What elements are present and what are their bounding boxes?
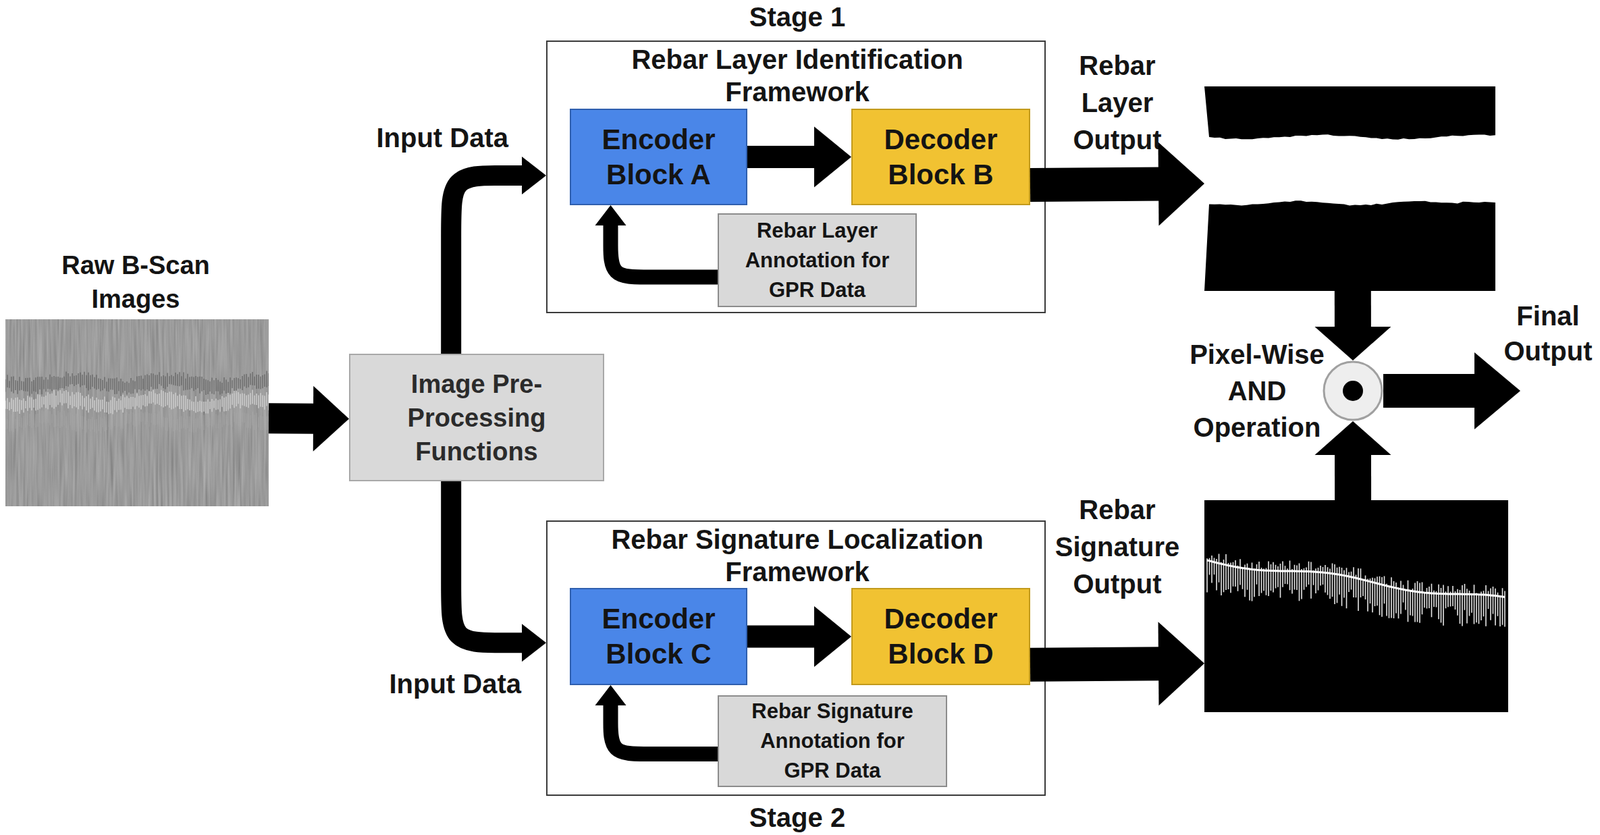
decoder-block: Decoder Block D — [851, 588, 1031, 686]
layer-mask-top — [1204, 86, 1496, 140]
operator-dot — [1342, 380, 1364, 402]
arrow-shaft — [268, 403, 317, 434]
arrow-shaft — [1334, 290, 1372, 331]
signature-spikes — [1207, 553, 1505, 627]
decoder-block: Decoder Block B — [851, 108, 1031, 206]
arrow-head — [1158, 141, 1205, 226]
block-label: Encoder Block A — [574, 122, 744, 193]
block-label: Decoder Block B — [856, 122, 1026, 193]
scan-base — [5, 319, 269, 507]
arrow-head — [1158, 621, 1205, 706]
arrow-head — [814, 126, 852, 188]
bscan-image: Raw B-Scan Images — [5, 319, 269, 507]
signature-edge — [1207, 560, 1505, 597]
layer-output-image: Rebar Layer Output — [1204, 86, 1496, 291]
block-label: Encoder Block C — [574, 601, 744, 672]
arrow-shaft — [1334, 451, 1372, 501]
operator-circle — [1323, 361, 1382, 420]
bscan-illustration — [5, 319, 269, 507]
flow-arrow — [594, 205, 718, 278]
arrow-shaft — [747, 625, 819, 649]
flow-arrow — [268, 386, 350, 452]
stage-heading: Stage 1 — [547, 0, 1048, 34]
arrow-shaft — [610, 703, 718, 755]
arrow-head — [1315, 421, 1392, 456]
final-output-label: Final Output — [1500, 298, 1596, 369]
stage-heading: Stage 2 — [547, 800, 1048, 835]
scan-band — [5, 371, 269, 397]
framework-title: Rebar Signature Localization Framework — [594, 523, 1000, 589]
operator-label: Pixel-Wise AND Operation — [1182, 336, 1332, 446]
and-illustration — [1322, 360, 1384, 422]
arrow-head — [313, 386, 350, 452]
arrow-head — [1474, 352, 1521, 430]
annotation-label: Rebar Layer Annotation for GPR Data — [731, 216, 904, 306]
arrow-shaft — [450, 175, 524, 354]
flow-arrow — [594, 685, 718, 755]
arrow-shaft — [1383, 374, 1476, 408]
annotation-box: Rebar Signature Annotation for GPR Data — [717, 695, 948, 788]
arrow-shaft — [1030, 183, 1164, 185]
arrow-shaft — [1030, 663, 1164, 665]
image-heading: Raw B-Scan Images — [47, 248, 224, 316]
layer-mask-bottom — [1204, 200, 1496, 291]
sig-illustration — [1204, 500, 1509, 713]
flow-arrow — [450, 156, 547, 354]
flow-arrow — [1314, 290, 1391, 361]
stage-frame: Stage 1Rebar Layer Identification Framew… — [546, 40, 1046, 314]
arrow-head — [594, 685, 626, 706]
output-heading: Rebar Layer Output — [1049, 47, 1185, 159]
annotation-box: Rebar Layer Annotation for GPR Data — [717, 213, 917, 308]
flow-arrow — [1030, 621, 1205, 706]
scan-noise — [5, 319, 269, 507]
layer-illustration — [1204, 86, 1496, 291]
encoder-block: Encoder Block C — [569, 588, 748, 686]
arrow-shaft — [747, 145, 819, 169]
edge-label: Input Data — [376, 121, 509, 154]
framework-title: Rebar Layer Identification Framework — [594, 43, 1000, 109]
arrow-shaft — [610, 223, 718, 278]
encoder-block: Encoder Block A — [569, 108, 748, 206]
stage-frame: Rebar Signature Localization FrameworkSt… — [546, 520, 1046, 796]
process-label: Image Pre-Processing Functions — [361, 367, 592, 469]
signature-output-image: Rebar Signature Output — [1204, 500, 1509, 713]
annotation-label: Rebar Signature Annotation for GPR Data — [741, 696, 924, 786]
arrow-head — [521, 156, 547, 195]
arrow-head — [521, 623, 547, 662]
scan-band — [5, 390, 269, 415]
output-heading: Rebar Signature Output — [1049, 491, 1185, 603]
arrow-head — [814, 606, 852, 668]
edge-label: Input Data — [388, 667, 522, 701]
flow-arrow — [1315, 421, 1392, 501]
arrow-head — [1314, 326, 1391, 361]
flow-arrow — [747, 126, 852, 188]
signature-background — [1204, 500, 1509, 713]
block-label: Decoder Block D — [856, 601, 1026, 672]
flow-arrow — [450, 481, 547, 662]
scan-band — [5, 409, 269, 434]
process-box: Image Pre-Processing Functions — [349, 353, 605, 482]
and-operator: Pixel-Wise AND Operation — [1322, 360, 1384, 422]
flow-arrow — [747, 606, 852, 668]
arrow-shaft — [450, 481, 524, 643]
flow-arrow — [1030, 141, 1205, 226]
arrow-head — [594, 205, 626, 226]
